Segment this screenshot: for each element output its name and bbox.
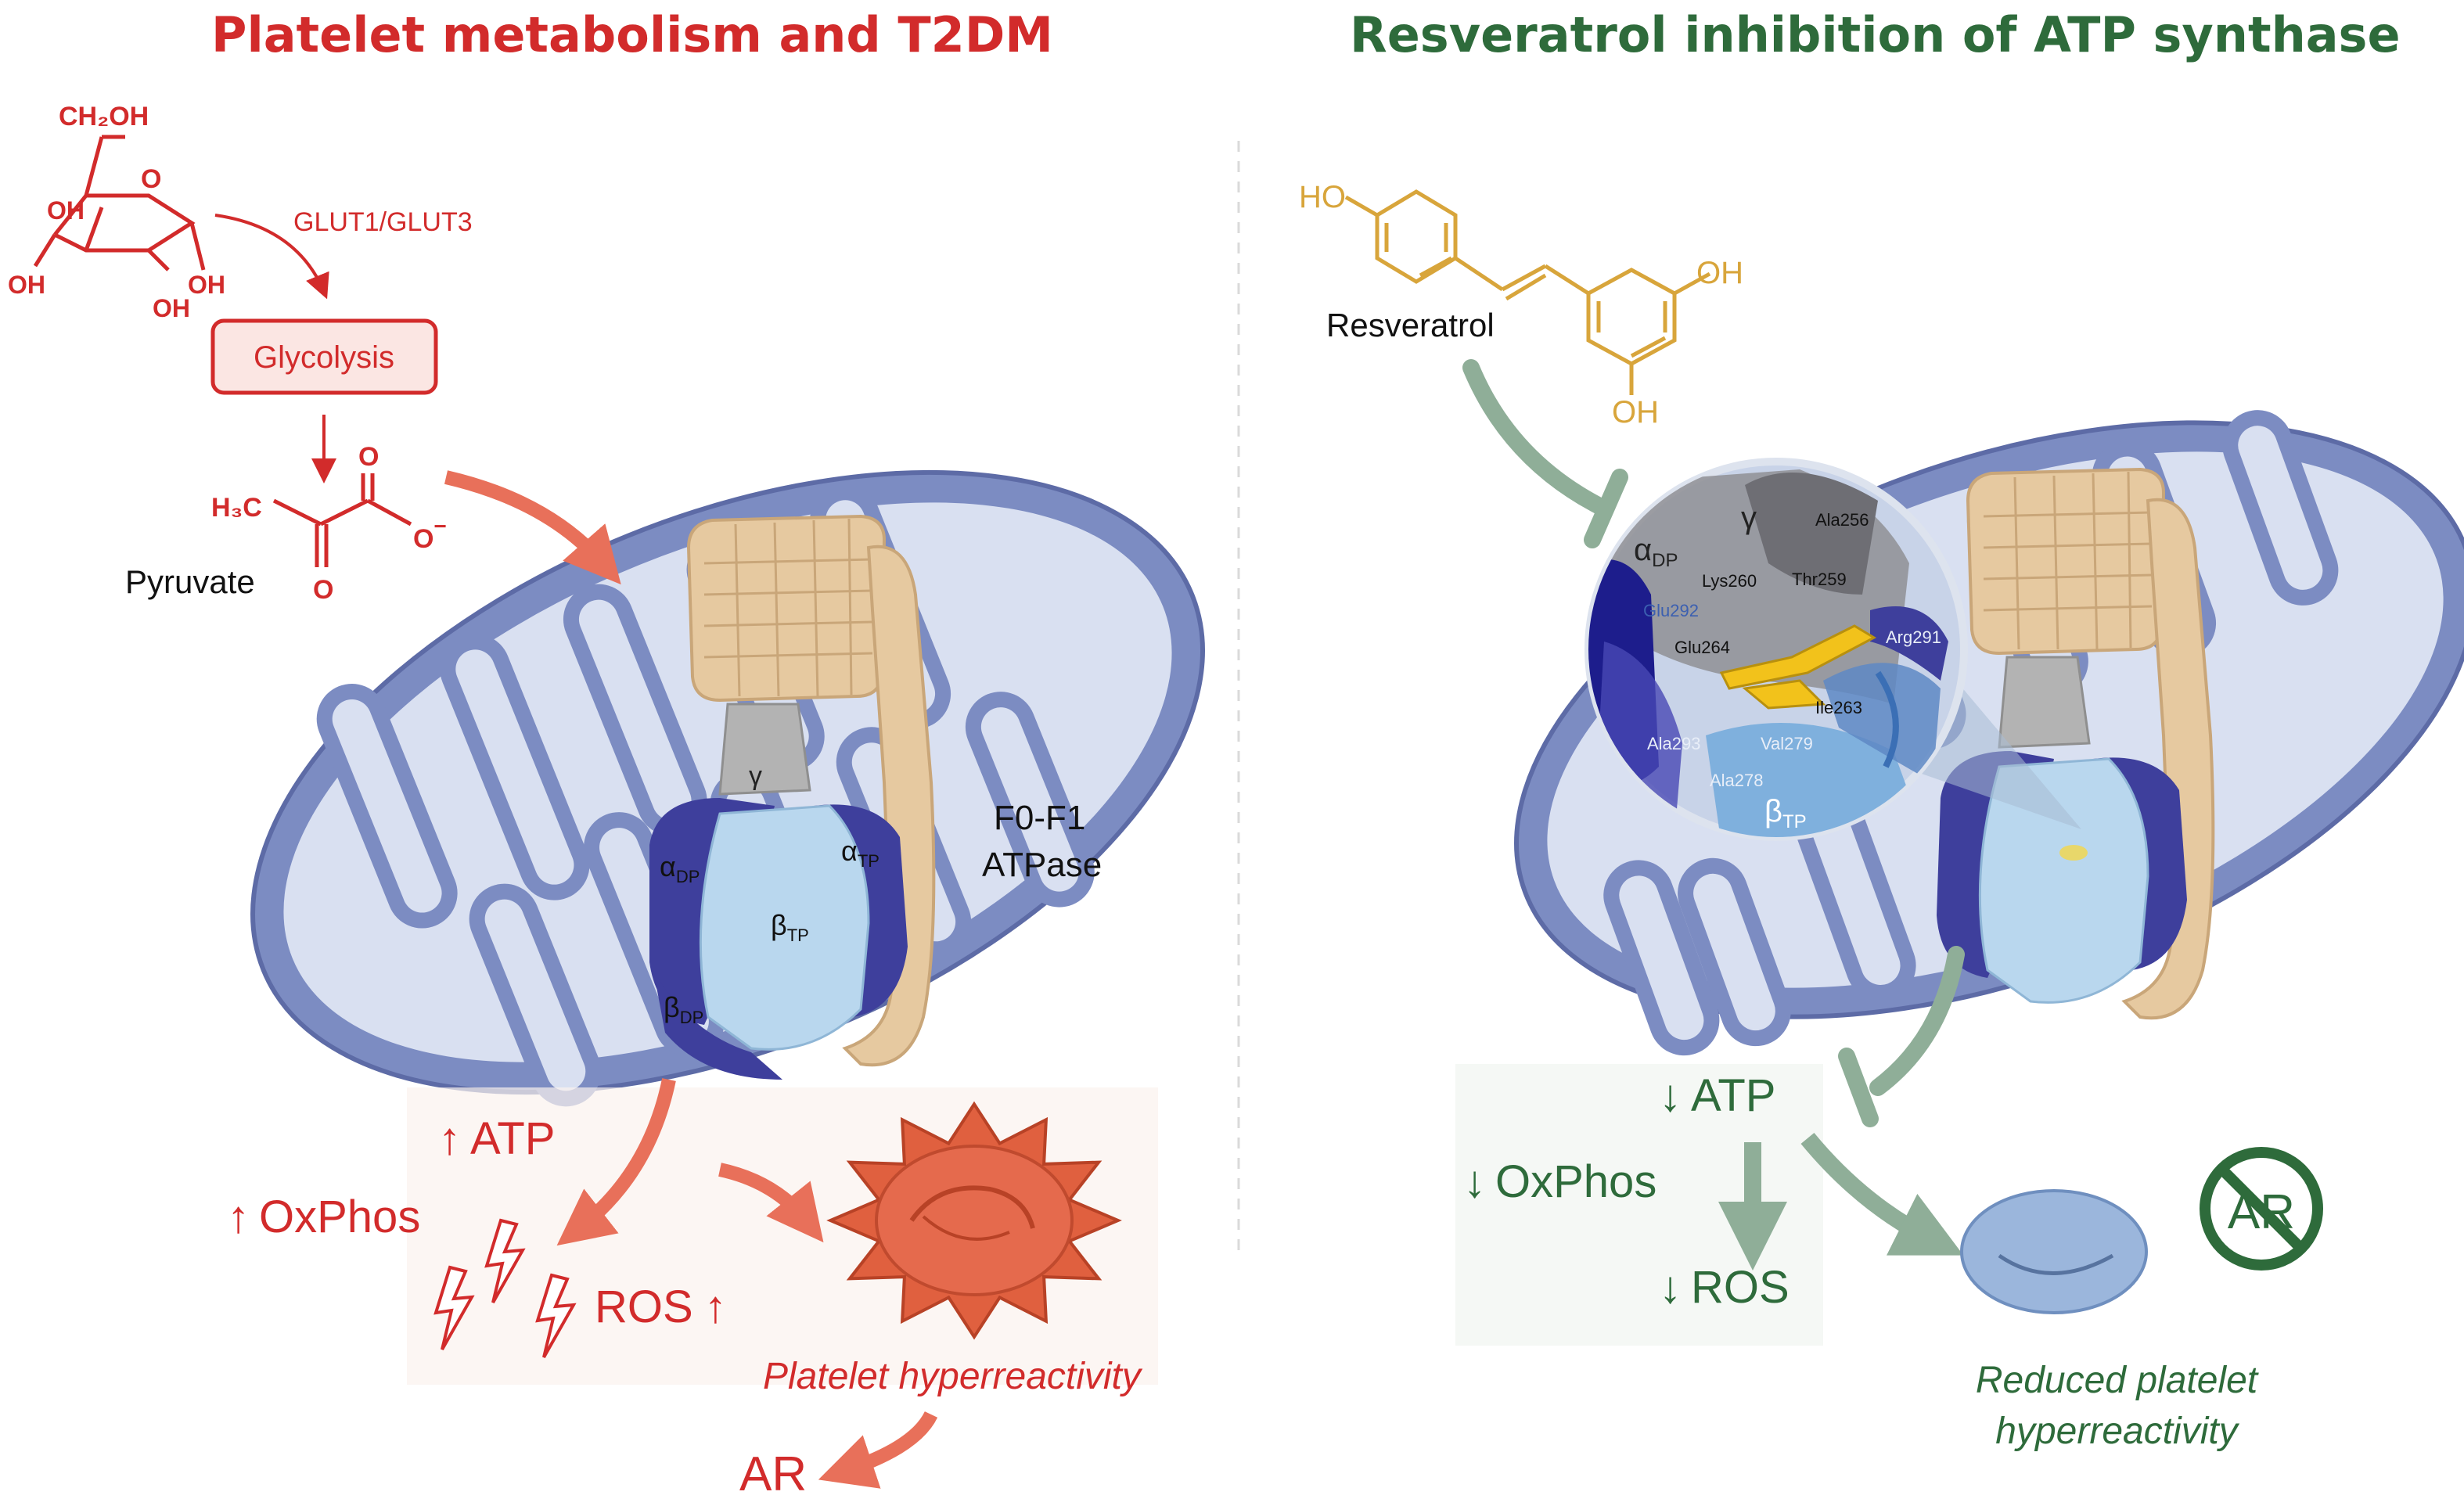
platelet-hyperreactivity-caption: Platelet hyperreactivity [763, 1356, 1143, 1397]
zoom-inset [1585, 458, 1968, 841]
gamma-label-left: γ [749, 761, 762, 791]
resting-platelet-icon [1960, 1189, 2148, 1314]
resveratrol-ho: HO [1299, 180, 1346, 214]
no-ar-icon [2200, 1147, 2323, 1271]
pyruvate-to-mito-arrow [444, 470, 621, 585]
reduced-platelet-caption-line1: Reduced platelet [1976, 1360, 2259, 1401]
oxphos-down-label: ↓OxPhos [1463, 1156, 1656, 1207]
activated-platelet-icon [826, 1101, 1122, 1340]
resveratrol-oh-bottom: OH [1612, 395, 1659, 430]
residue-label: Glu292 [1643, 601, 1699, 620]
residue-label: Glu264 [1674, 638, 1730, 657]
pyruvate-o-bottom: O [313, 575, 333, 605]
right-panel-title: Resveratrol inhibition of ATP synthase [1350, 6, 2401, 63]
zoom-gamma-label: γ [1741, 501, 1757, 535]
glycolysis-label: Glycolysis [254, 340, 394, 375]
glucose-oh-1: OH [47, 196, 85, 225]
atpase-label-line1: F0-F1 [994, 799, 1085, 837]
no-ar-text: AR [2228, 1185, 2295, 1239]
pyruvate-h3c: H₃C [211, 493, 262, 523]
inhibition-bar-icon [1838, 1048, 1879, 1127]
residue-label: Lys260 [1702, 571, 1757, 591]
residue-label: Ala256 [1815, 510, 1869, 530]
glucose-oh-4: OH [188, 271, 225, 299]
glucose-oh-3: OH [153, 294, 190, 322]
ros-up-label: ROS↑ [595, 1281, 727, 1332]
glucose-oh-2: OH [8, 271, 45, 299]
resveratrol-inhibition-arrow [1462, 359, 1613, 517]
oxphos-up-label: ↑OxPhos [227, 1192, 420, 1242]
lightning-icon [484, 1218, 526, 1303]
inhibition-bar-icon [1584, 469, 1628, 548]
resveratrol-oh-right: OH [1696, 256, 1743, 290]
atp-synthase-right [1937, 467, 2215, 1020]
alpha-dp-label-left: αDP [660, 850, 700, 886]
left-panel-title: Platelet metabolism and T2DM [211, 6, 1053, 63]
ros-down-label: ↓ROS [1659, 1262, 1790, 1313]
atp-up-label: ↑ATP [438, 1113, 556, 1164]
outcome-ar-label: AR [739, 1447, 807, 1501]
beta-dp-label-left: βDP [664, 991, 703, 1027]
glycolysis-box [210, 318, 438, 395]
glucose-structure [33, 135, 206, 271]
alpha-tp-label-left: αTP [841, 835, 879, 871]
residue-label: Ile263 [1815, 698, 1862, 717]
atp-to-platelet-arrow [1800, 1133, 1964, 1256]
residue-label: Arg291 [1886, 627, 1941, 647]
atp-synthase-left [649, 514, 936, 1080]
beta-tp-label-left: βTP [771, 909, 809, 945]
lightning-icon [535, 1273, 577, 1358]
resveratrol-structure [1344, 189, 1711, 395]
residue-label: Ala293 [1647, 734, 1701, 753]
mito-to-platelet-arrow [718, 1163, 824, 1243]
lightning-icon [433, 1265, 475, 1350]
resveratrol-name: Resveratrol [1326, 307, 1495, 343]
glucose-ch2oh: CH₂OH [59, 102, 149, 131]
atp-down-label: ↓ATP [1659, 1070, 1776, 1121]
atpase-label-line2: ATPase [982, 846, 1102, 884]
glut-arrow [214, 214, 329, 300]
pyruvate-name: Pyruvate [125, 563, 255, 600]
residue-label: Ala278 [1710, 771, 1764, 790]
reduced-platelet-caption-line2: hyperreactivity [1995, 1411, 2239, 1452]
ros-lightning-icons [433, 1218, 577, 1358]
zoom-alpha-dp-label: αDP [1634, 533, 1678, 571]
glucose-ring-o: O [141, 164, 161, 194]
residue-label: Thr259 [1792, 570, 1847, 589]
residue-label: Val279 [1761, 734, 1813, 753]
glut-label: GLUT1/GLUT3 [293, 207, 473, 237]
pyruvate-o-top: O [358, 442, 379, 472]
mito-to-ros-arrow [556, 1078, 676, 1246]
zoom-beta-tp-label: βTP [1764, 794, 1807, 832]
mito-inhibition-arrow [1869, 946, 1965, 1096]
pyruvate-structure [272, 473, 412, 567]
pyruvate-o-minus: O− [413, 514, 447, 554]
platelet-to-ar-arrow [818, 1411, 938, 1489]
